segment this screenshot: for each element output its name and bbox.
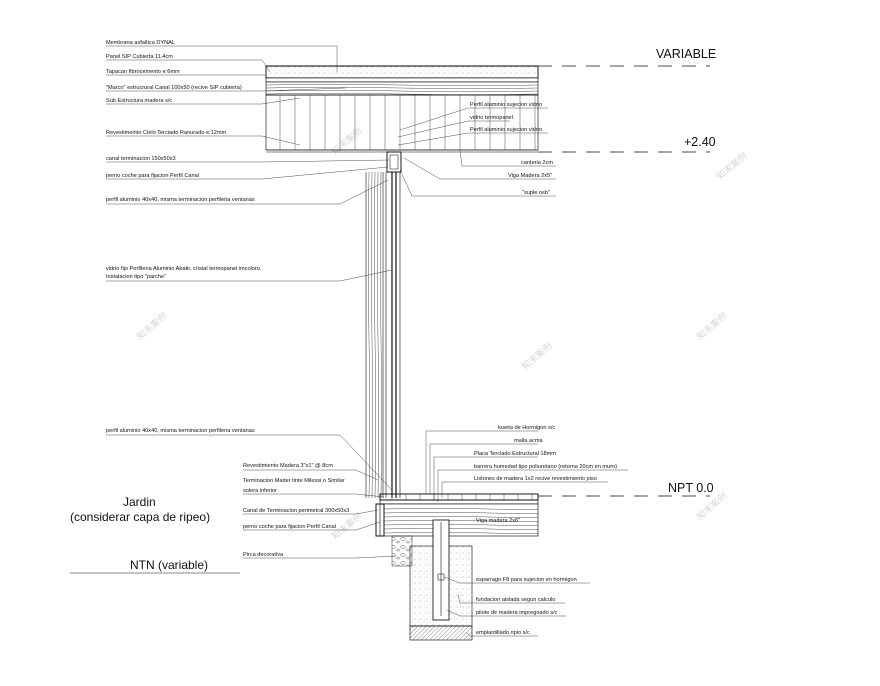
wood-grain-line (265, 84, 539, 86)
level-ntn-label: NTN (variable) (130, 558, 208, 572)
watermark-text: 知末案例 (519, 340, 554, 372)
callout-label: Viga madera 2x6" (476, 518, 520, 524)
callout-label: perfil aluminio 40x40, misma terminacion… (106, 428, 255, 434)
wood-grain-line (383, 532, 539, 534)
wood-grain-line (265, 90, 539, 92)
level-plus240-label: +2.40 (684, 135, 716, 149)
callout-label: Perfil aluminio sujecion vidrio (470, 102, 542, 108)
callout-label: esparrago F8 para sujecion en hormigon (476, 577, 577, 583)
right-upper-callouts: Perfil aluminio sujecion vidrio vidrio t… (397, 102, 556, 197)
callout-label: loseta de Hormigon s/c (498, 425, 555, 431)
callout-label: emplantillado ripio s/c (476, 630, 530, 636)
callout-label: Tapacan fibrocemento e:6mm (106, 69, 180, 75)
watermark-text: 知末案例 (134, 310, 169, 342)
jardin-label: Jardin (123, 495, 156, 509)
callout-label: malla acma (514, 438, 543, 444)
wood-grain-line (380, 171, 382, 499)
callout-label: canteria 2cm (521, 160, 553, 166)
level-npt-label: NPT 0.0 (668, 481, 714, 495)
wood-grain-line (265, 87, 539, 89)
wood-grain-line (383, 508, 539, 510)
callout-label: fundacion aislada segun calculo (476, 597, 555, 603)
callout-label: Terminacion Mader tinte Milessi o Simila… (243, 478, 345, 484)
callout-label: Revestimiento Madera 3"x1" @ 8cm (243, 463, 333, 469)
callout-label: Listones de madera 1x2 recive revestimie… (474, 476, 597, 482)
callout-label: "suple osb" (522, 190, 550, 196)
callout-label: canal terminacion 150x50x3 (106, 156, 176, 162)
wood-grain-line (383, 520, 539, 522)
callout-label: Membrana asfaltica DYNAL (106, 40, 175, 46)
callout-label: perno coche para fijacion Perfil Canal (106, 173, 199, 179)
callout-label: vidrio termopanel (470, 115, 513, 121)
base-right-callouts: loseta de Hormigon s/c malla acma Placa … (425, 425, 628, 637)
wood-grain-line (377, 171, 379, 499)
wood-grain-line (374, 171, 376, 499)
foundation (391, 519, 473, 641)
callout-label: Pirca decorativa (243, 552, 284, 558)
wood-grain-line (368, 171, 370, 499)
callout-label: pilote de madera impregnado s/c (476, 610, 558, 616)
wood-grain-line (383, 512, 539, 514)
wood-grain-line (383, 528, 539, 530)
watermark-text: 知末案例 (714, 150, 749, 182)
glass-wall (365, 151, 402, 499)
level-variable-label: VARIABLE (656, 47, 716, 61)
wood-grain-line (383, 524, 539, 526)
callout-label: vidrio fijo Perfileria Aluminio Abatir, … (106, 266, 262, 272)
callout-label: perno coche para fijacion Perfil Canal (243, 524, 336, 530)
callout-label: Instalacion tipo "parche" (106, 274, 166, 280)
base-left-callouts: Revestimiento Madera 3"x1" @ 8cm Termina… (243, 463, 397, 559)
callout-label: Panel SIP Cubierta 11.4cm (106, 54, 173, 60)
callout-label: Perfil aluminio sujecion vidrio (470, 127, 542, 133)
jardin-note-label: (considerar capa de ripeo) (70, 510, 210, 524)
callout-label: Canal de Terminacion perimetral 300x50x3 (243, 508, 349, 514)
wood-grain-line (265, 93, 539, 95)
wood-grain-line (383, 516, 539, 518)
callout-label: perfil aluminio 40x40, misma terminacion… (106, 197, 255, 203)
left-callouts: Membrana asfaltica DYNAL Panel SIP Cubie… (106, 40, 393, 491)
watermark-text: 知末案例 (694, 310, 729, 342)
callout-label: Sub Estructura madera s/c (106, 98, 172, 104)
callout-label: solera inferior (243, 488, 277, 494)
callout-label: Viga Madera 2x5" (508, 173, 552, 179)
callout-label: "Marco" estrucrural Canal 100x50 (recive… (106, 85, 242, 91)
floor-assembly (375, 493, 539, 537)
roof-assembly (265, 65, 539, 153)
wood-grain-line (371, 171, 373, 499)
callout-label: Revestimeinto Cielo Terciado Ranurado e:… (106, 130, 227, 136)
callout-label: Placa Terciado Estructural 18mm (474, 451, 556, 457)
callout-label: barrera humedad tipo poliuretano (retorn… (474, 464, 617, 470)
